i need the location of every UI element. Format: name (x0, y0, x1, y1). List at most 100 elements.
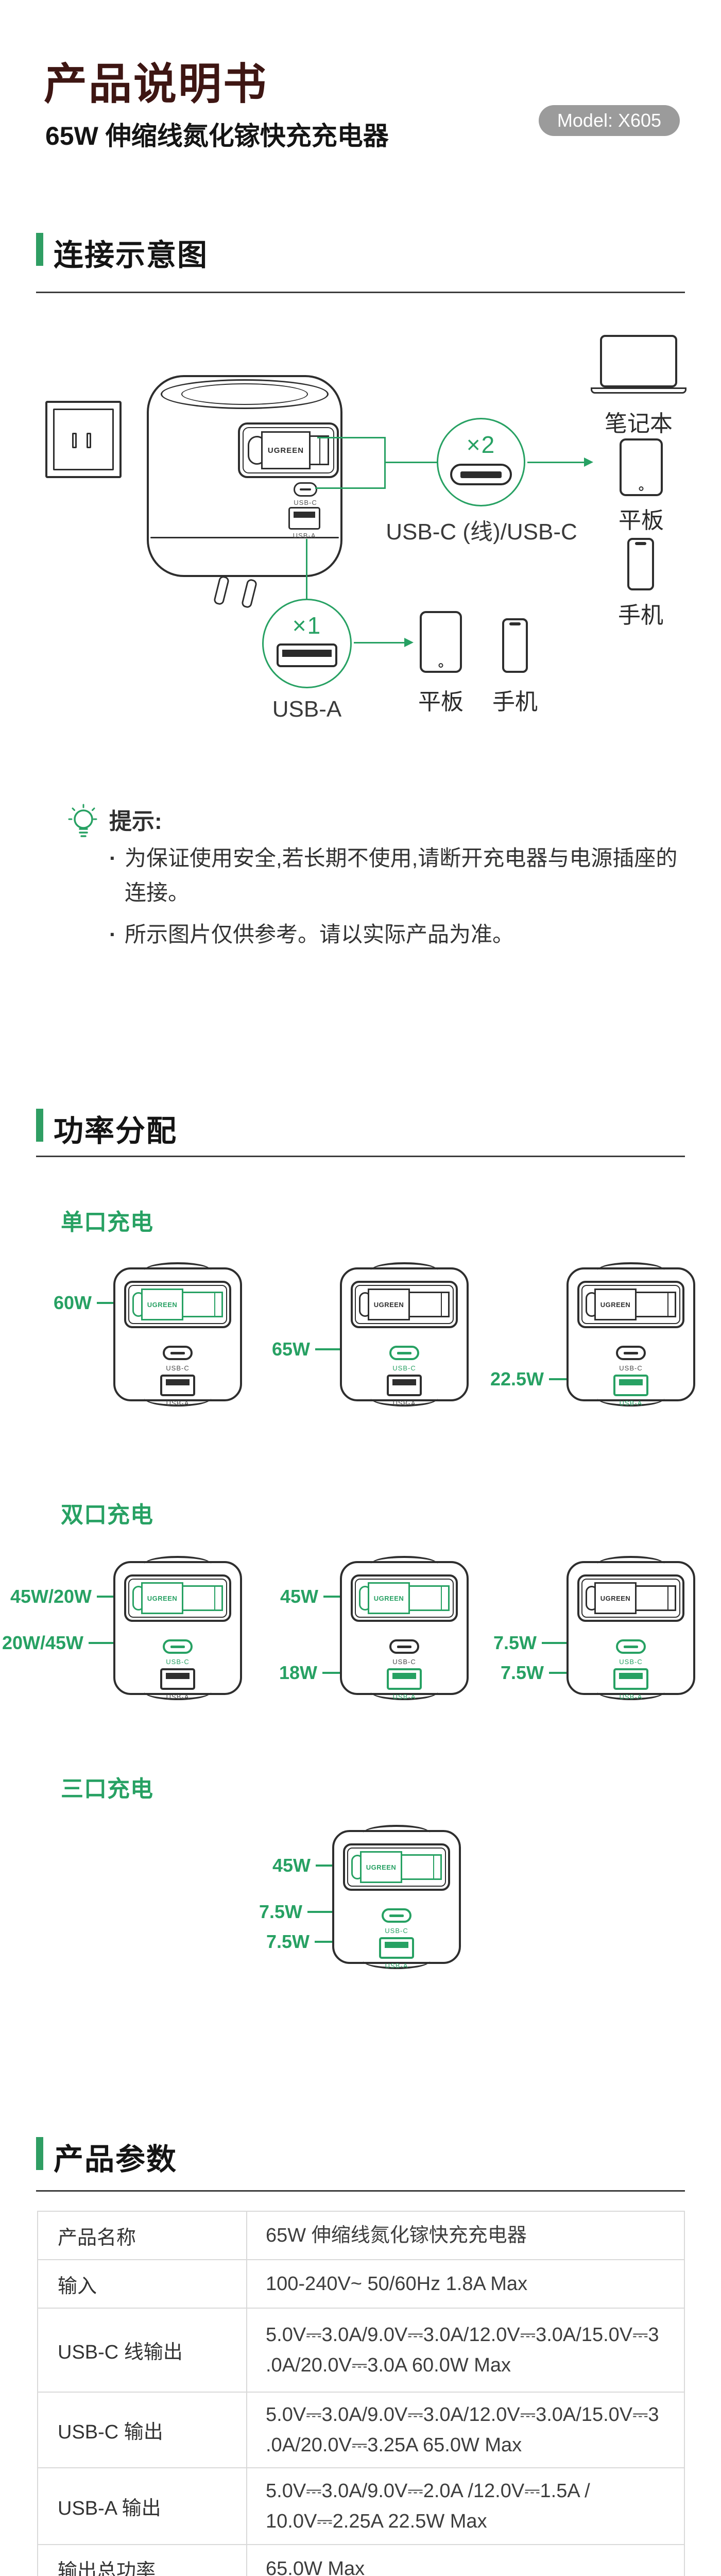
x2-count-label: ×2 (466, 431, 496, 458)
cable-connector-block: UGREEN (261, 431, 311, 469)
usbc-port-icon (450, 464, 512, 485)
charger-front-icon: UGREEN USB-C USB-A (566, 1556, 695, 1701)
table-row: USB-C 输出 5.0V⎓3.0A/9.0V⎓3.0A/12.0V⎓3.0A/… (38, 2392, 684, 2467)
power-label-usbc: 20W/45W (2, 1632, 161, 1654)
param-label: 产品名称 (38, 2212, 247, 2259)
power-charger: 45W 7.5W 7.5W UGREEN USB-C USB-A (247, 1825, 474, 1986)
usbc-port-icon (616, 1346, 646, 1360)
device-label-tablet: 平板 (418, 689, 464, 715)
param-value: 5.0V⎓3.0A/9.0V⎓3.0A/12.0V⎓3.0A/15.0V⎓3.0… (266, 2324, 659, 2376)
power-row-triple: 45W 7.5W 7.5W UGREEN USB-C USB-A (247, 1825, 474, 1986)
charger-front-icon: UGREEN USB-C USB-A (566, 1262, 695, 1407)
power-charger: 45W 18W UGREEN USB-C USB-A (255, 1556, 482, 1717)
mode-title-triple: 三口充电 (61, 1776, 153, 1802)
power-label-cable: 45W/20W (10, 1586, 126, 1607)
power-charger: 65W UGREEN USB-C USB-A (255, 1262, 482, 1423)
charger-top-ellipse (161, 379, 329, 409)
section-title-power: 功率分配 (54, 1114, 178, 1148)
usba-port-icon (379, 1937, 414, 1959)
param-label: 输出总功率 (38, 2545, 247, 2576)
params-table: 产品名称 65W 伸缩线氮化镓快充充电器 输入 100-240V~ 50/60H… (37, 2211, 685, 2576)
x2-port-callout: ×2 (437, 418, 525, 506)
param-label: 输入 (38, 2260, 247, 2308)
power-label-cable: 60W (54, 1292, 126, 1314)
tip-item: 所示图片仅供参考。请以实际产品为准。 (109, 917, 686, 952)
charger-front-icon: UGREEN USB-C USB-A (113, 1262, 242, 1407)
table-row: USB-A 输出 5.0V⎓3.0A/9.0V⎓2.0A /12.0V⎓1.5A… (38, 2467, 684, 2544)
table-row: 产品名称 65W 伸缩线氮化镓快充充电器 (38, 2212, 684, 2259)
page-title: 产品说明书 (44, 60, 268, 108)
connection-diagram: UGREEN USB-C USB-A ×2 USB-C (线)/USB-C ×1 (0, 0, 721, 783)
usbc-port-icon (163, 1346, 193, 1360)
callout-line (317, 437, 385, 438)
device-label-phone: 手机 (492, 689, 538, 715)
x1-count-label: ×1 (292, 612, 322, 639)
callout-line (306, 539, 307, 600)
callout-line (385, 462, 438, 463)
plug-pin (213, 575, 230, 606)
phone-icon (627, 538, 654, 590)
param-value: 100-240V~ 50/60Hz 1.8A Max (266, 2273, 528, 2295)
charger-front-icon: UGREEN USB-C USB-A (340, 1556, 469, 1701)
tablet-icon (620, 438, 663, 496)
plug-pin (241, 578, 258, 609)
charger-front-icon: UGREEN USB-C USB-A (113, 1556, 242, 1701)
device-label-laptop: 笔记本 (605, 411, 673, 436)
x2-caption: USB-C (线)/USB-C (386, 519, 577, 545)
usbc-port-icon (616, 1639, 646, 1654)
section-accent-bar (36, 233, 43, 266)
device-label-tablet: 平板 (619, 508, 664, 533)
charger-usbc-port (294, 482, 317, 497)
arrow-to-devices (527, 457, 593, 467)
param-value: 5.0V⎓3.0A/9.0V⎓2.0A /12.0V⎓1.5A / 10.0V⎓… (266, 2480, 590, 2532)
usba-port-icon (160, 1668, 195, 1690)
usbc-port-icon (389, 1346, 419, 1360)
tips-title: 提示: (109, 809, 162, 834)
wall-socket-icon (45, 401, 122, 478)
usba-port-icon (277, 643, 337, 667)
product-subtitle: 65W 伸缩线氮化镓快充充电器 (45, 122, 389, 150)
param-value: 5.0V⎓3.0A/9.0V⎓3.0A/12.0V⎓3.0A/15.0V⎓3.0… (266, 2403, 659, 2456)
lightbulb-icon (66, 802, 101, 850)
x1-port-callout: ×1 (262, 599, 352, 688)
section-divider (36, 1156, 685, 1157)
model-badge: Model: X605 (539, 105, 680, 136)
power-row-dual: 45W/20W 20W/45W UGREEN USB-C USB-A 45W (2, 1556, 713, 1717)
usba-port-icon (613, 1375, 648, 1396)
section-title-connection: 连接示意图 (54, 239, 209, 272)
section-accent-bar (36, 1109, 43, 1142)
usbc-port-icon (382, 1908, 411, 1923)
charger-front-icon: UGREEN USB-C USB-A (340, 1262, 469, 1407)
power-row-single: 60W UGREEN USB-C USB-A 65W UGREEN (28, 1262, 713, 1423)
mode-title-single: 单口充电 (61, 1210, 153, 1235)
usba-port-icon (387, 1375, 422, 1396)
phone-icon (502, 618, 528, 673)
callout-line (315, 487, 385, 489)
usba-port-icon (613, 1668, 648, 1690)
retractable-cable-slot: UGREEN (238, 422, 339, 478)
x1-caption: USB-A (272, 697, 342, 722)
laptop-icon (600, 335, 677, 387)
section-title-params: 产品参数 (54, 2143, 178, 2176)
table-row: 输出总功率 65.0W Max (38, 2544, 684, 2576)
param-value: 65.0W Max (266, 2558, 365, 2576)
table-row: USB-C 线输出 5.0V⎓3.0A/9.0V⎓3.0A/12.0V⎓3.0A… (38, 2308, 684, 2392)
usba-port-icon (160, 1375, 195, 1396)
charger-front-icon: UGREEN USB-C USB-A (332, 1825, 461, 1970)
tip-item: 为保证使用安全,若长期不使用,请断开充电器与电源插座的连接。 (109, 841, 686, 910)
section-divider (36, 292, 685, 293)
section-accent-bar (36, 2137, 43, 2170)
arrow-to-devices (354, 638, 414, 647)
param-label: USB-C 输出 (38, 2393, 247, 2467)
device-label-phone: 手机 (618, 603, 663, 628)
charger-usba-port-label: USB-A (293, 532, 316, 539)
section-divider (36, 2190, 685, 2192)
tips-list: 为保证使用安全,若长期不使用,请断开充电器与电源插座的连接。 所示图片仅供参考。… (109, 841, 686, 959)
power-charger: 7.5W 7.5W UGREEN USB-C USB-A (482, 1556, 708, 1717)
mode-title-dual: 双口充电 (61, 1502, 153, 1528)
power-charger: 22.5W UGREEN USB-C USB-A (482, 1262, 708, 1423)
table-row: 输入 100-240V~ 50/60Hz 1.8A Max (38, 2259, 684, 2308)
power-charger: 45W/20W 20W/45W UGREEN USB-C USB-A (2, 1556, 255, 1717)
usbc-port-icon (163, 1639, 193, 1654)
